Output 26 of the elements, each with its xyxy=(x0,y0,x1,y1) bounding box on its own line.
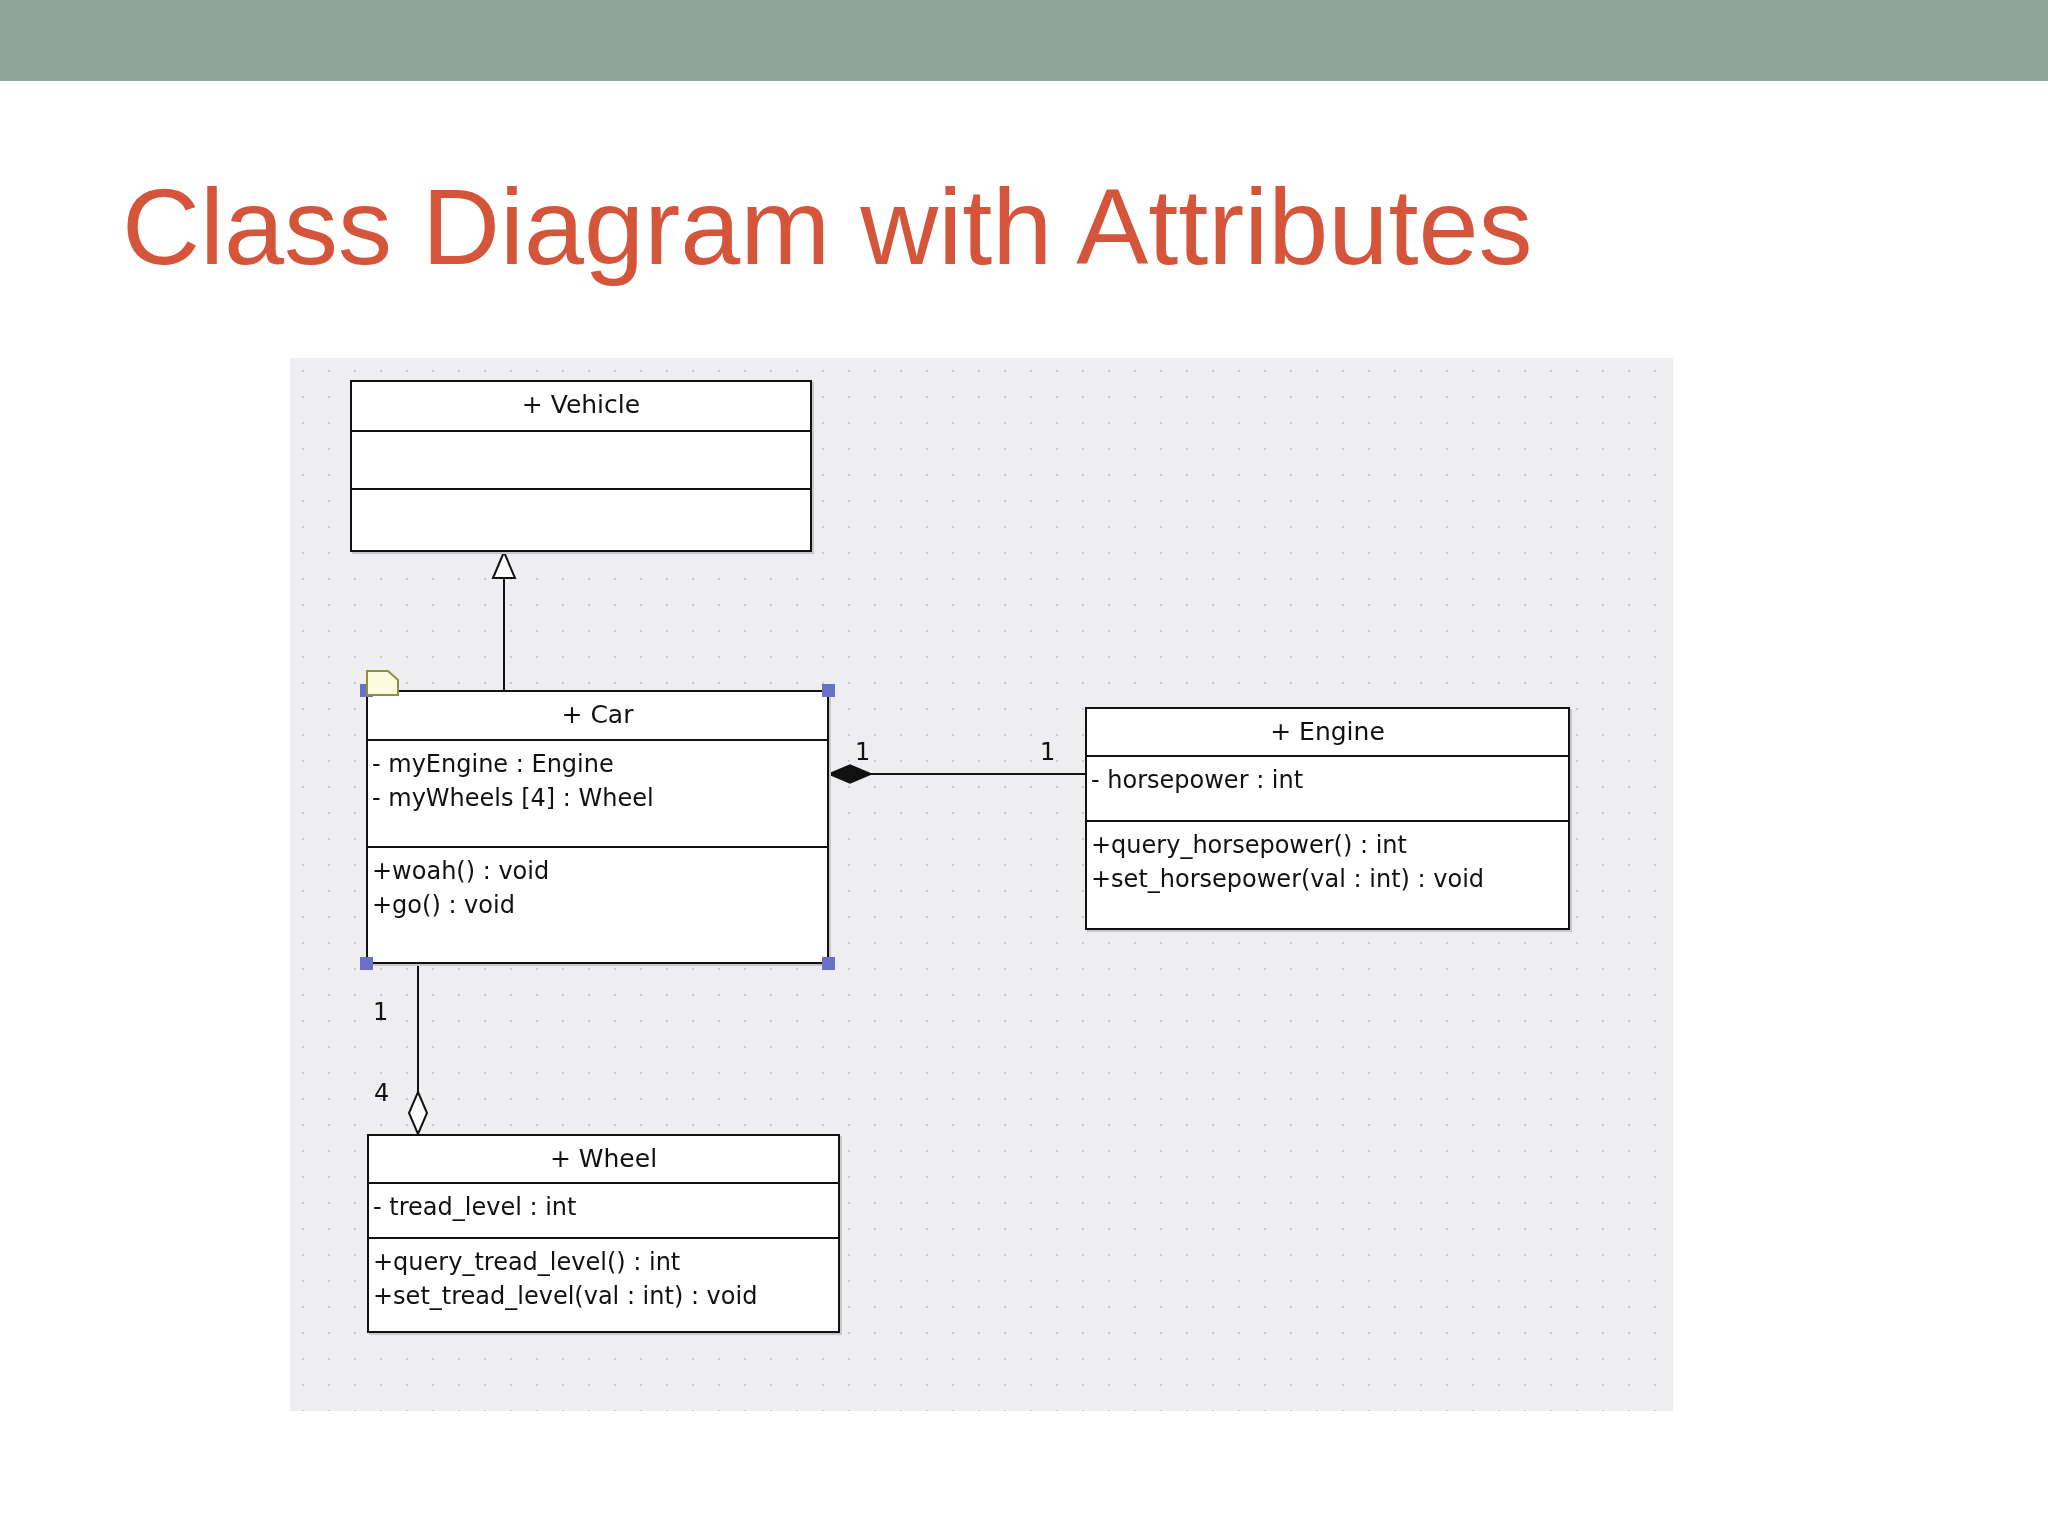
slide-title: Class Diagram with Attributes xyxy=(122,168,1533,287)
class-member: +set_tread_level(val : int) : void xyxy=(373,1281,758,1312)
class-member: +query_horsepower() : int xyxy=(1091,830,1407,861)
class-name: + Engine xyxy=(1269,717,1386,746)
multiplicity-label: 1 xyxy=(855,740,871,764)
class-name: + Car xyxy=(560,700,635,729)
class-box xyxy=(350,380,812,552)
class-box xyxy=(367,1134,840,1333)
association-line xyxy=(828,764,1086,784)
multiplicity-label: 1 xyxy=(373,1000,389,1024)
class-member: +set_horsepower(val : int) : void xyxy=(1091,864,1485,895)
multiplicity-label: 4 xyxy=(374,1081,390,1105)
multiplicity-label: 1 xyxy=(1040,740,1056,764)
class-member: +woah() : void xyxy=(372,856,550,887)
association-line xyxy=(492,551,516,691)
class-box xyxy=(1085,707,1570,930)
class-name: + Wheel xyxy=(548,1144,659,1173)
class-member: - myWheels [4] : Wheel xyxy=(372,783,654,814)
class-member: - tread_level : int xyxy=(373,1192,577,1223)
class-member: +go() : void xyxy=(372,890,515,921)
class-box xyxy=(366,690,829,964)
class-member: - horsepower : int xyxy=(1091,765,1304,796)
class-member: +query_tread_level() : int xyxy=(373,1247,681,1278)
class-name: + Vehicle xyxy=(520,390,642,419)
association-line xyxy=(408,963,428,1135)
class-member: - myEngine : Engine xyxy=(372,749,614,780)
